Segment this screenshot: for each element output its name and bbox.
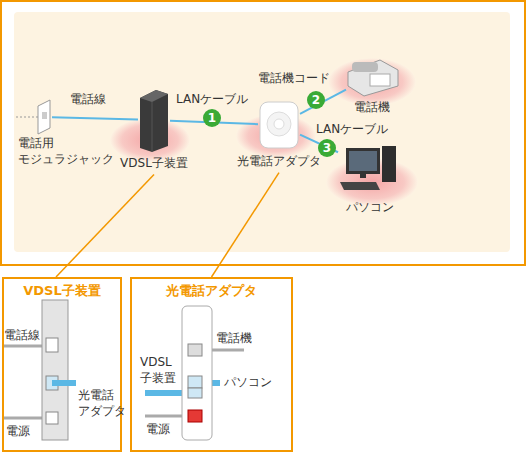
device-label: 光電話アダプタ	[228, 154, 330, 170]
device-icon: 光電話アダプタ	[258, 100, 300, 150]
cable-label: 電話線	[70, 92, 106, 108]
port-label: パソコン	[224, 375, 272, 391]
panel-heading: 光電話アダプタ	[132, 283, 291, 300]
device-label: VDSL子装置	[108, 156, 200, 172]
cable-label: LANケーブル	[176, 92, 248, 108]
cable-label: LANケーブル	[316, 122, 388, 138]
device-icon: VDSL子装置	[138, 88, 170, 152]
cable-line	[300, 90, 346, 114]
port-label: 電話機	[216, 331, 252, 347]
port-label: VDSL 子装置	[140, 355, 186, 386]
device-label: 電話機	[326, 100, 418, 116]
device-label: 電話用 モジュラジャック	[18, 136, 122, 167]
cable-label: 電話機コード	[258, 71, 330, 87]
port-label: 電話線	[4, 328, 40, 344]
callout-number: 3	[318, 139, 336, 157]
panel-heading: VDSL子装置	[4, 283, 120, 300]
port-label: 電源	[146, 422, 170, 438]
device-icon: 電話機	[346, 56, 398, 96]
callout-number: 1	[203, 109, 221, 127]
callout-number: 2	[307, 91, 325, 109]
device-label: パソコン	[324, 200, 416, 216]
cable-line	[52, 117, 138, 119]
device-icon: 電話用 モジュラジャック	[36, 100, 52, 134]
port-label: 光電話 アダプタ	[78, 388, 128, 419]
device-icon: パソコン	[338, 142, 402, 192]
leader-line	[56, 175, 154, 277]
port-label: 電源	[6, 424, 30, 440]
leader-line	[212, 173, 280, 277]
